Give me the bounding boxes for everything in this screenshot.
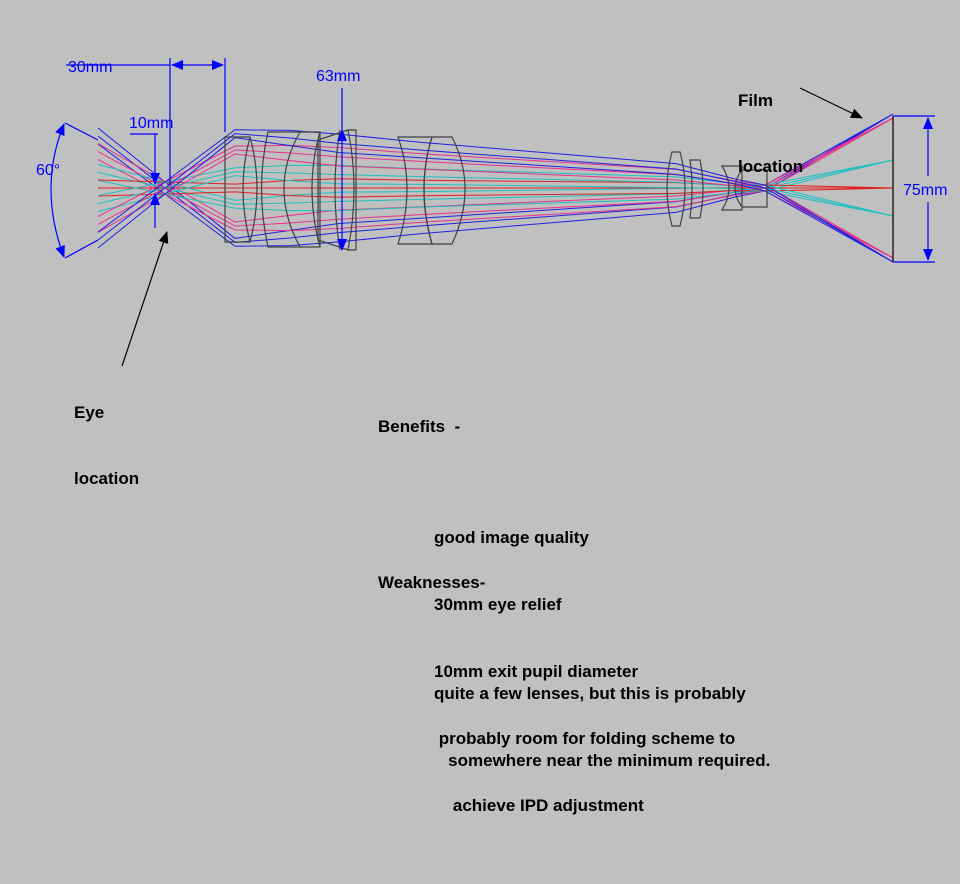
ray-path — [97, 129, 894, 263]
ray-path — [97, 133, 894, 263]
eye-label-line-2: location — [74, 469, 140, 488]
relay-lens-1 — [666, 151, 686, 227]
ray-path — [97, 175, 894, 217]
ray-path — [97, 117, 894, 232]
relay-lens-2 — [689, 159, 704, 219]
ray-path — [97, 187, 894, 198]
ray-path — [97, 144, 894, 259]
dimension-pupil — [130, 133, 160, 228]
field-lens-pair — [397, 136, 466, 245]
pupil-label: 10mm — [129, 115, 173, 132]
film-location-pointer — [799, 87, 863, 119]
ray-path — [97, 159, 894, 201]
eyepiece-lens-2 — [260, 131, 321, 248]
ray-path — [97, 149, 894, 259]
image-height-label: 75mm — [903, 182, 947, 199]
dimension-eye-relief — [66, 58, 226, 185]
eye-location-pointer — [121, 231, 169, 367]
aperture-label: 63mm — [316, 68, 360, 85]
relay-lens-3 — [720, 165, 768, 211]
eye-label-line-1: Eye — [74, 403, 105, 422]
dimension-field-angle — [50, 122, 99, 259]
eye-location-label: Eye location — [74, 358, 139, 512]
ray-path — [97, 137, 894, 263]
weaknesses-heading: Weaknesses- — [378, 572, 486, 592]
ray-path — [97, 153, 894, 259]
film-label-line-1: Film — [738, 91, 773, 110]
weaknesses-section: Weaknesses- quite a few lenses, but this… — [378, 527, 770, 839]
weakness-item: somewhere near the minimum required. — [434, 750, 771, 770]
ray-bundles — [97, 113, 894, 263]
ray-path — [97, 159, 894, 212]
film-label-line-2: location — [738, 157, 804, 176]
benefits-heading: Benefits - — [378, 416, 461, 436]
weakness-item: quite a few lenses, but this is probably — [434, 684, 746, 704]
optical-layout-diagram: 30mm 10mm 63mm 60° 75mm — [36, 58, 947, 367]
dimension-image-height — [893, 115, 935, 263]
field-angle-label: 60° — [36, 162, 60, 179]
benefit-item: 30mm eye relief — [434, 594, 562, 614]
benefit-item: good image quality — [434, 528, 589, 548]
benefit-item: 10mm exit pupil diameter — [434, 661, 639, 681]
eye-relief-label: 30mm — [68, 59, 112, 76]
ray-path — [97, 113, 894, 247]
ray-path — [97, 159, 894, 205]
film-location-label: Film location — [738, 46, 803, 200]
eyepiece-lens-1 — [224, 136, 258, 243]
